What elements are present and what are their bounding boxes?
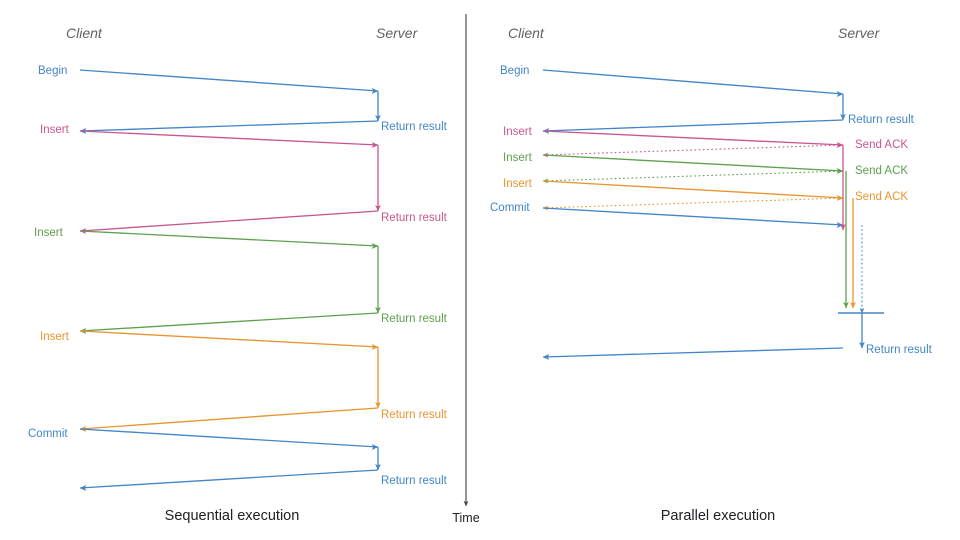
message-label-seq-commit-return: Return result bbox=[381, 475, 448, 487]
panel-caption-parallel: Parallel execution bbox=[661, 508, 775, 524]
message-arrow-par-begin bbox=[542, 69, 844, 97]
message-label-par-begin-return: Return result bbox=[848, 114, 915, 126]
message-arrow-par-ack3 bbox=[542, 197, 844, 211]
message-label-par-commit-return: Return result bbox=[866, 344, 933, 356]
message-arrow-par-ack1 bbox=[542, 144, 844, 158]
message-label-par-insert1: Insert bbox=[503, 126, 533, 138]
message-arrow-seq-insert3-return bbox=[79, 407, 379, 432]
message-arrow-par-insert3 bbox=[542, 180, 844, 201]
message-arrow-par-begin-return bbox=[542, 119, 844, 134]
message-label-par-begin: Begin bbox=[500, 65, 529, 77]
message-arrow-seq-insert2 bbox=[79, 230, 379, 249]
panel-caption-sequential: Sequential execution bbox=[165, 508, 300, 524]
message-label-par-ack3: Send ACK bbox=[855, 191, 908, 203]
message-label-par-insert3: Insert bbox=[503, 178, 533, 190]
message-label-par-ack1: Send ACK bbox=[855, 139, 908, 151]
message-label-seq-commit: Commit bbox=[28, 428, 68, 440]
message-label-seq-insert3-return: Return result bbox=[381, 409, 448, 421]
message-label-par-ack2: Send ACK bbox=[855, 165, 908, 177]
message-arrow-par-ack2 bbox=[542, 170, 844, 184]
message-label-seq-insert3: Insert bbox=[40, 331, 70, 343]
message-label-seq-insert2: Insert bbox=[34, 227, 64, 239]
message-arrow-par-insert2 bbox=[542, 154, 844, 174]
message-label-seq-insert2-return: Return result bbox=[381, 313, 448, 325]
role-label-client: Client bbox=[66, 25, 103, 41]
message-arrow-seq-commit-return bbox=[79, 469, 379, 491]
message-label-seq-begin-return: Return result bbox=[381, 121, 448, 133]
message-arrow-seq-begin bbox=[79, 69, 379, 94]
message-arrow-seq-insert3 bbox=[79, 330, 379, 350]
message-arrow-seq-insert2-return bbox=[79, 312, 379, 334]
message-arrow-seq-begin-return bbox=[79, 120, 379, 134]
message-arrow-par-insert1 bbox=[542, 130, 844, 148]
message-label-par-commit: Commit bbox=[490, 202, 530, 214]
role-label-client: Client bbox=[508, 25, 545, 41]
time-axis-label: Time bbox=[452, 511, 479, 525]
message-arrow-seq-commit bbox=[79, 428, 379, 450]
message-arrow-par-commit bbox=[542, 207, 844, 228]
role-label-server: Server bbox=[838, 25, 881, 41]
message-label-seq-insert1-return: Return result bbox=[381, 212, 448, 224]
message-arrow-par-commit-return bbox=[542, 347, 844, 360]
message-label-seq-begin: Begin bbox=[38, 65, 67, 77]
message-label-par-insert2: Insert bbox=[503, 152, 533, 164]
message-label-seq-insert1: Insert bbox=[40, 124, 70, 136]
message-arrow-seq-insert1 bbox=[79, 130, 379, 148]
message-arrow-seq-insert1-return bbox=[79, 210, 379, 234]
role-label-server: Server bbox=[376, 25, 419, 41]
